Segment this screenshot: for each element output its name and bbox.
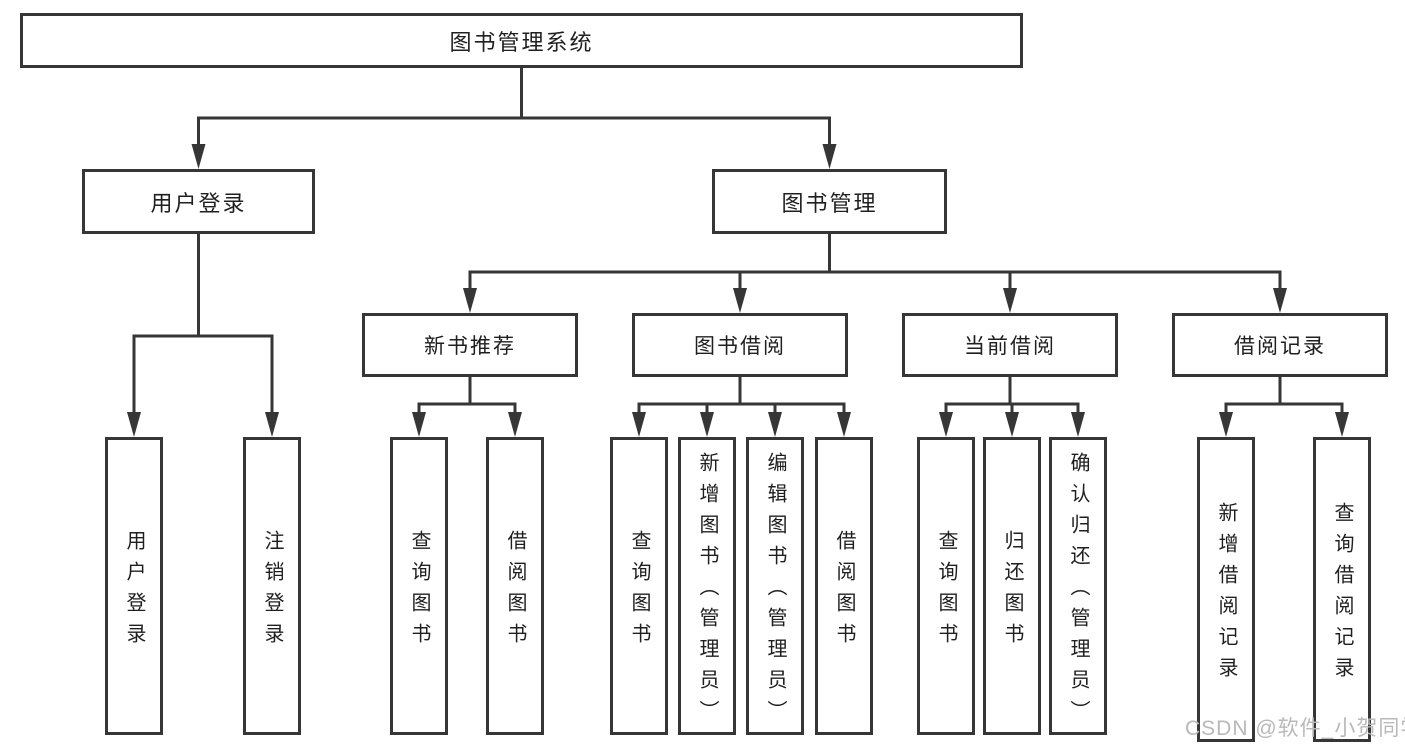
csdn-watermark: CSDN @软件_小贺同学 — [1185, 717, 1405, 740]
node-new-book-recommend: 新书推荐 — [362, 313, 578, 377]
connector-newbook-to-leaves — [417, 377, 517, 416]
node-label: 归还图书 — [1001, 529, 1023, 654]
node-label: 图书借阅 — [694, 335, 786, 358]
leaf-current-query-books: 查询图书 — [917, 437, 975, 735]
connector-root-to-level2 — [197, 68, 831, 148]
node-book-borrow: 图书借阅 — [632, 313, 848, 377]
node-book-management: 图书管理 — [712, 169, 947, 234]
connector-currentborrow-to-leaves — [944, 377, 1080, 416]
leaf-borrow-query-books: 查询图书 — [610, 437, 668, 735]
connector-userlogin-to-leaves — [132, 234, 274, 416]
node-label: 查询借阅记录 — [1331, 502, 1353, 688]
node-label: 用户登录 — [123, 529, 145, 654]
node-label: 查询图书 — [628, 529, 650, 654]
node-label: 查询图书 — [935, 529, 957, 654]
node-current-borrow: 当前借阅 — [902, 313, 1118, 377]
node-label: 借阅图书 — [504, 529, 526, 654]
connector-bookmgmt-to-level3 — [468, 234, 1282, 292]
leaf-newbook-query-books: 查询图书 — [390, 437, 448, 735]
leaf-user-login: 用户登录 — [105, 437, 163, 735]
node-library-management-system: 图书管理系统 — [20, 13, 1023, 68]
connector-bookborrow-to-leaves — [637, 377, 846, 416]
node-label: 图书管理系统 — [449, 29, 594, 55]
leaf-newbook-borrow-books: 借阅图书 — [486, 437, 544, 735]
node-label: 注销登录 — [261, 529, 283, 654]
node-user-login: 用户登录 — [82, 169, 315, 234]
node-label: 借阅图书 — [833, 529, 855, 654]
node-label: 查询图书 — [408, 529, 430, 654]
node-label: 当前借阅 — [964, 335, 1056, 358]
node-label: 确认归还（管理员） — [1067, 452, 1089, 731]
node-label: 新增图书（管理员） — [696, 452, 718, 731]
node-borrow-records: 借阅记录 — [1172, 313, 1388, 377]
leaf-records-add-record: 新增借阅记录 — [1197, 437, 1255, 742]
leaf-current-return-books: 归还图书 — [983, 437, 1041, 735]
leaf-current-confirm-return-admin: 确认归还（管理员） — [1049, 437, 1107, 735]
node-label: 新书推荐 — [424, 335, 516, 358]
node-label: 图书管理 — [781, 190, 878, 216]
node-label: 借阅记录 — [1234, 335, 1326, 358]
connector-borrowrecords-to-leaves — [1224, 377, 1344, 416]
leaf-borrow-add-book-admin: 新增图书（管理员） — [678, 437, 736, 735]
leaf-records-query-record: 查询借阅记录 — [1313, 437, 1371, 742]
leaf-borrow-edit-book-admin: 编辑图书（管理员） — [746, 437, 804, 735]
leaf-logout: 注销登录 — [243, 437, 301, 735]
node-label: 用户登录 — [150, 190, 247, 216]
node-label: 新增借阅记录 — [1215, 502, 1237, 688]
node-label: 编辑图书（管理员） — [764, 452, 786, 731]
leaf-borrow-borrow-books: 借阅图书 — [815, 437, 873, 735]
arrowheads — [127, 144, 1349, 437]
